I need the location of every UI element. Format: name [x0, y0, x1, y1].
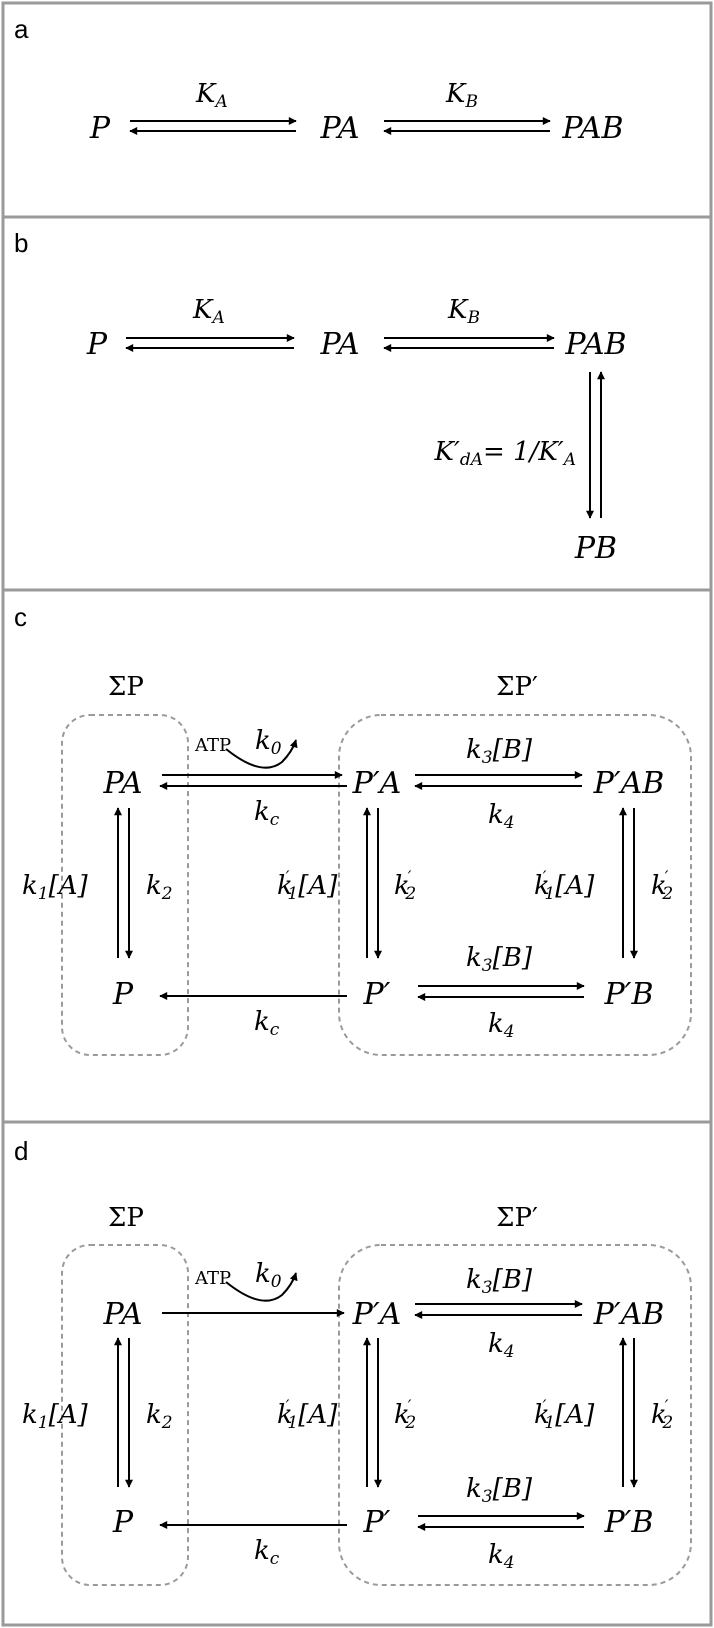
- rate-k1-prime-a: k′1[A]: [277, 867, 338, 904]
- species-p: P: [112, 1505, 134, 1540]
- equilibrium-pa-pab: [383, 117, 551, 135]
- panel-d-label: d: [14, 1136, 28, 1166]
- equilibrium-pa-pab: [383, 334, 555, 352]
- rate-k2-prime: k′2: [394, 1396, 416, 1433]
- atp-hydrolysis-curve: [225, 1272, 298, 1302]
- rate-k2-prime: k′2: [651, 1396, 673, 1433]
- equilibrium-ppa-ppab: [414, 771, 583, 790]
- panel-c-label: c: [14, 602, 27, 632]
- panel-b: b P PA PAB PB KA KB K′dA= 1/K′A: [1, 215, 713, 592]
- species-p-prime-b: P′B: [603, 1505, 653, 1540]
- species-p-prime: P′: [363, 1505, 391, 1540]
- rate-k4: k4: [488, 800, 515, 833]
- rate-kc: kc: [254, 1536, 280, 1569]
- species-p: P: [89, 111, 111, 146]
- rate-k1-prime-a: k′1[A]: [534, 867, 595, 904]
- species-p-prime: P′: [363, 977, 391, 1012]
- species-pb: PB: [574, 531, 617, 566]
- rate-k3b: k3[B]: [466, 943, 533, 976]
- rate-k4: k4: [488, 1009, 515, 1042]
- constant-kda: K′dA= 1/K′A: [434, 437, 576, 470]
- rate-k4: k4: [488, 1329, 515, 1362]
- panel-b-label: b: [14, 228, 28, 258]
- rate-k0: k0: [255, 1259, 282, 1292]
- panel-a: a P PA PAB KA KB: [1, 1, 713, 219]
- equilibrium-p-pa: [125, 334, 295, 352]
- panel-a-frame: [1, 1, 713, 219]
- atp-label: ATP: [194, 1268, 231, 1289]
- equilibrium-p-pa: [129, 117, 297, 135]
- group-box-sum-p-prime: [338, 714, 692, 1056]
- constant-ka: KA: [192, 295, 225, 328]
- rate-k2-prime: k′2: [651, 867, 673, 904]
- panel-c-frame: [1, 588, 713, 1124]
- rate-k3b: k3[B]: [466, 1265, 533, 1298]
- rate-k1a: k1[A]: [22, 1400, 89, 1433]
- rate-k1a: k1[A]: [22, 871, 89, 904]
- equilibrium-pp-ppa: [363, 1337, 382, 1488]
- species-p: P: [112, 977, 134, 1012]
- atp-label: ATP: [194, 735, 231, 756]
- panel-d: d ΣP ΣP′ PA P P′A P′ P′AB P′B ATP k0 k3[…: [1, 1120, 713, 1627]
- constant-kb: KB: [447, 295, 480, 328]
- species-pa: PA: [319, 327, 359, 362]
- transition-pa-ppa: [162, 1272, 345, 1317]
- species-pab: PAB: [561, 111, 623, 146]
- group-box-sum-p: [61, 1244, 189, 1586]
- species-p-prime-ab: P′AB: [593, 1297, 665, 1332]
- species-p-prime-ab: P′AB: [593, 766, 665, 801]
- rate-kc: kc: [254, 1007, 280, 1040]
- panel-a-label: a: [14, 14, 29, 44]
- equilibrium-p-pa: [114, 807, 133, 959]
- species-p-prime-a: P′A: [352, 1297, 402, 1332]
- equilibrium-pab-pb: [586, 371, 605, 519]
- species-pa: PA: [319, 111, 359, 146]
- transition-pa-ppa: [159, 739, 347, 790]
- panel-c: c ΣP ΣP′ PA P P′A P′ P′AB P′B ATP k0 kc …: [1, 588, 713, 1124]
- species-p: P: [86, 327, 108, 362]
- species-pa: PA: [102, 1297, 142, 1332]
- group-box-sum-p: [61, 714, 189, 1056]
- species-p-prime-a: P′A: [352, 766, 402, 801]
- panel-b-frame: [1, 215, 713, 592]
- rate-k0: k0: [255, 726, 282, 759]
- equilibrium-pp-ppb: [417, 1512, 585, 1531]
- rate-k3b: k3[B]: [466, 735, 533, 768]
- group-label-sum-p-prime: ΣP′: [496, 672, 538, 702]
- rate-k2-prime: k′2: [394, 867, 416, 904]
- equilibrium-pp-ppb: [417, 982, 585, 1001]
- species-pa: PA: [102, 766, 142, 801]
- rate-kc: kc: [254, 797, 280, 830]
- equilibrium-ppb-ppab: [619, 807, 638, 959]
- atp-hydrolysis-curve: [225, 739, 298, 769]
- rate-k4: k4: [488, 1540, 515, 1573]
- equilibrium-pp-ppa: [363, 807, 382, 959]
- group-box-sum-p-prime: [338, 1244, 692, 1586]
- rate-k3b: k3[B]: [466, 1474, 533, 1507]
- species-p-prime-b: P′B: [603, 977, 653, 1012]
- group-label-sum-p: ΣP: [108, 1203, 144, 1233]
- species-pab: PAB: [564, 327, 626, 362]
- equilibrium-ppb-ppab: [619, 1337, 638, 1488]
- equilibrium-p-pa: [114, 1337, 133, 1488]
- constant-kb: KB: [445, 79, 478, 112]
- rate-k1-prime-a: k′1[A]: [277, 1396, 338, 1433]
- rate-k1-prime-a: k′1[A]: [534, 1396, 595, 1433]
- group-label-sum-p-prime: ΣP′: [496, 1203, 538, 1233]
- rate-k2: k2: [146, 1400, 173, 1433]
- group-label-sum-p: ΣP: [108, 672, 144, 702]
- constant-ka: KA: [195, 79, 228, 112]
- panel-d-frame: [1, 1120, 713, 1627]
- equilibrium-ppa-ppab: [414, 1300, 583, 1319]
- rate-k2: k2: [146, 871, 173, 904]
